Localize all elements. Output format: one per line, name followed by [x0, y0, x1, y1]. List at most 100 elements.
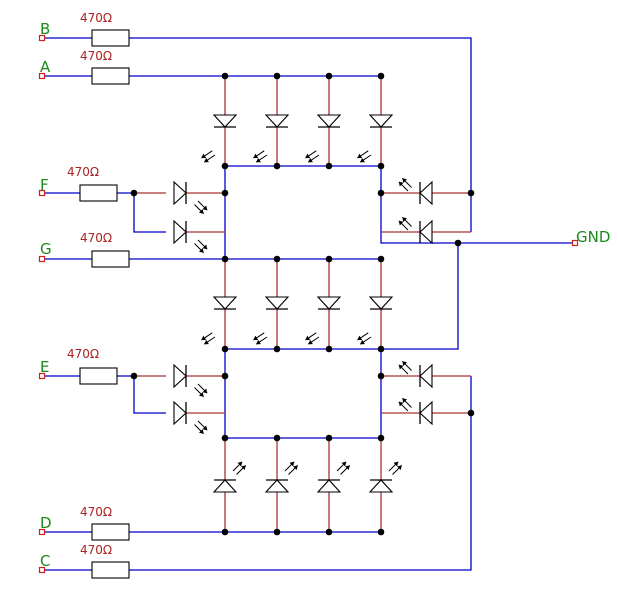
resistor-value-f: 470Ω	[67, 165, 99, 179]
arrow-head	[201, 335, 207, 341]
led-diode	[316, 296, 342, 310]
arrow-head	[201, 153, 207, 159]
led-diode	[264, 296, 290, 310]
junction-dot	[377, 189, 385, 197]
junction-dot	[377, 162, 385, 170]
arrow-head	[398, 364, 404, 370]
junction-dot	[467, 189, 475, 197]
wires	[42, 37, 575, 571]
label-a: A	[40, 58, 51, 76]
leds	[173, 114, 433, 493]
junction-dot	[273, 162, 281, 170]
junction-dot	[221, 434, 229, 442]
junction-dot	[221, 255, 229, 263]
led-diode	[212, 296, 238, 310]
resistor	[79, 367, 118, 385]
junction-dot	[273, 528, 281, 536]
led-diode	[368, 114, 394, 128]
arrow-head	[305, 335, 311, 341]
junction-dot	[377, 72, 385, 80]
wire	[133, 193, 166, 233]
arrow-head	[253, 153, 259, 159]
wire	[129, 413, 472, 571]
resistor-value-e: 470Ω	[67, 347, 99, 361]
arrow-head	[402, 217, 408, 222]
arrow-head	[360, 157, 365, 163]
resistor-value-g: 470Ω	[80, 231, 112, 245]
label-d: D	[40, 514, 52, 532]
led-diode	[173, 180, 187, 206]
led-diode	[419, 219, 433, 245]
led-diode	[368, 479, 394, 493]
arrow-head	[360, 339, 365, 345]
arrow-head	[202, 205, 208, 211]
junction-dot	[377, 345, 385, 353]
resistors	[79, 29, 130, 579]
terminal	[38, 72, 46, 80]
arrow-head	[305, 153, 311, 159]
terminal	[38, 566, 46, 574]
junction-dot	[221, 372, 229, 380]
arrow-head	[204, 157, 209, 163]
junction-dot	[325, 528, 333, 536]
junction-dot	[325, 345, 333, 353]
arrow-head	[398, 181, 404, 187]
arrow-head	[357, 335, 363, 341]
terminals	[38, 34, 579, 574]
led-diode	[173, 219, 187, 245]
terminal	[38, 372, 46, 380]
arrow-head	[241, 465, 246, 471]
led-diode	[316, 479, 342, 493]
junction-dot	[221, 189, 229, 197]
resistor-value-c: 470Ω	[80, 543, 112, 557]
resistor-value-d: 470Ω	[80, 505, 112, 519]
arrow-head	[202, 388, 208, 394]
led-diode	[419, 363, 433, 389]
arrow-head	[202, 425, 208, 431]
arrow-head	[202, 244, 208, 250]
led-diode	[212, 114, 238, 128]
label-b: B	[40, 20, 50, 38]
arrow-head	[397, 465, 402, 471]
label-e: E	[40, 358, 49, 376]
led-diode	[264, 114, 290, 128]
terminal	[38, 34, 46, 42]
component-leads	[134, 76, 471, 532]
arrow-head	[402, 361, 408, 366]
arrow-head	[198, 209, 204, 214]
resistor	[91, 250, 130, 268]
junction-dot	[130, 372, 138, 380]
arrow-head	[237, 461, 243, 467]
led-diode	[173, 363, 187, 389]
arrow-head	[204, 339, 209, 345]
junction-dot	[273, 72, 281, 80]
resistor-value-a: 470Ω	[80, 49, 112, 63]
led-diode	[264, 479, 290, 493]
junction-dot	[273, 434, 281, 442]
junction-dot	[221, 345, 229, 353]
junction-dot	[221, 162, 229, 170]
junction-dot	[377, 372, 385, 380]
led-diode	[419, 180, 433, 206]
arrow-head	[402, 398, 408, 403]
led-diode	[173, 400, 187, 426]
arrow-head	[198, 392, 204, 397]
arrow-head	[341, 461, 347, 467]
arrow-head	[398, 401, 404, 407]
resistor	[91, 561, 130, 579]
label-gnd: GND	[576, 228, 610, 246]
terminal	[38, 528, 46, 536]
arrow-head	[198, 429, 204, 434]
junction-dot	[467, 409, 475, 417]
arrow-head	[253, 335, 259, 341]
arrow-head	[345, 465, 350, 471]
wire	[129, 37, 472, 193]
junction-dot	[273, 255, 281, 263]
arrow-head	[398, 220, 404, 226]
resistor	[91, 67, 130, 85]
resistor	[91, 29, 130, 47]
junction-dot	[325, 434, 333, 442]
arrow-head	[357, 153, 363, 159]
arrow-head	[308, 157, 313, 163]
